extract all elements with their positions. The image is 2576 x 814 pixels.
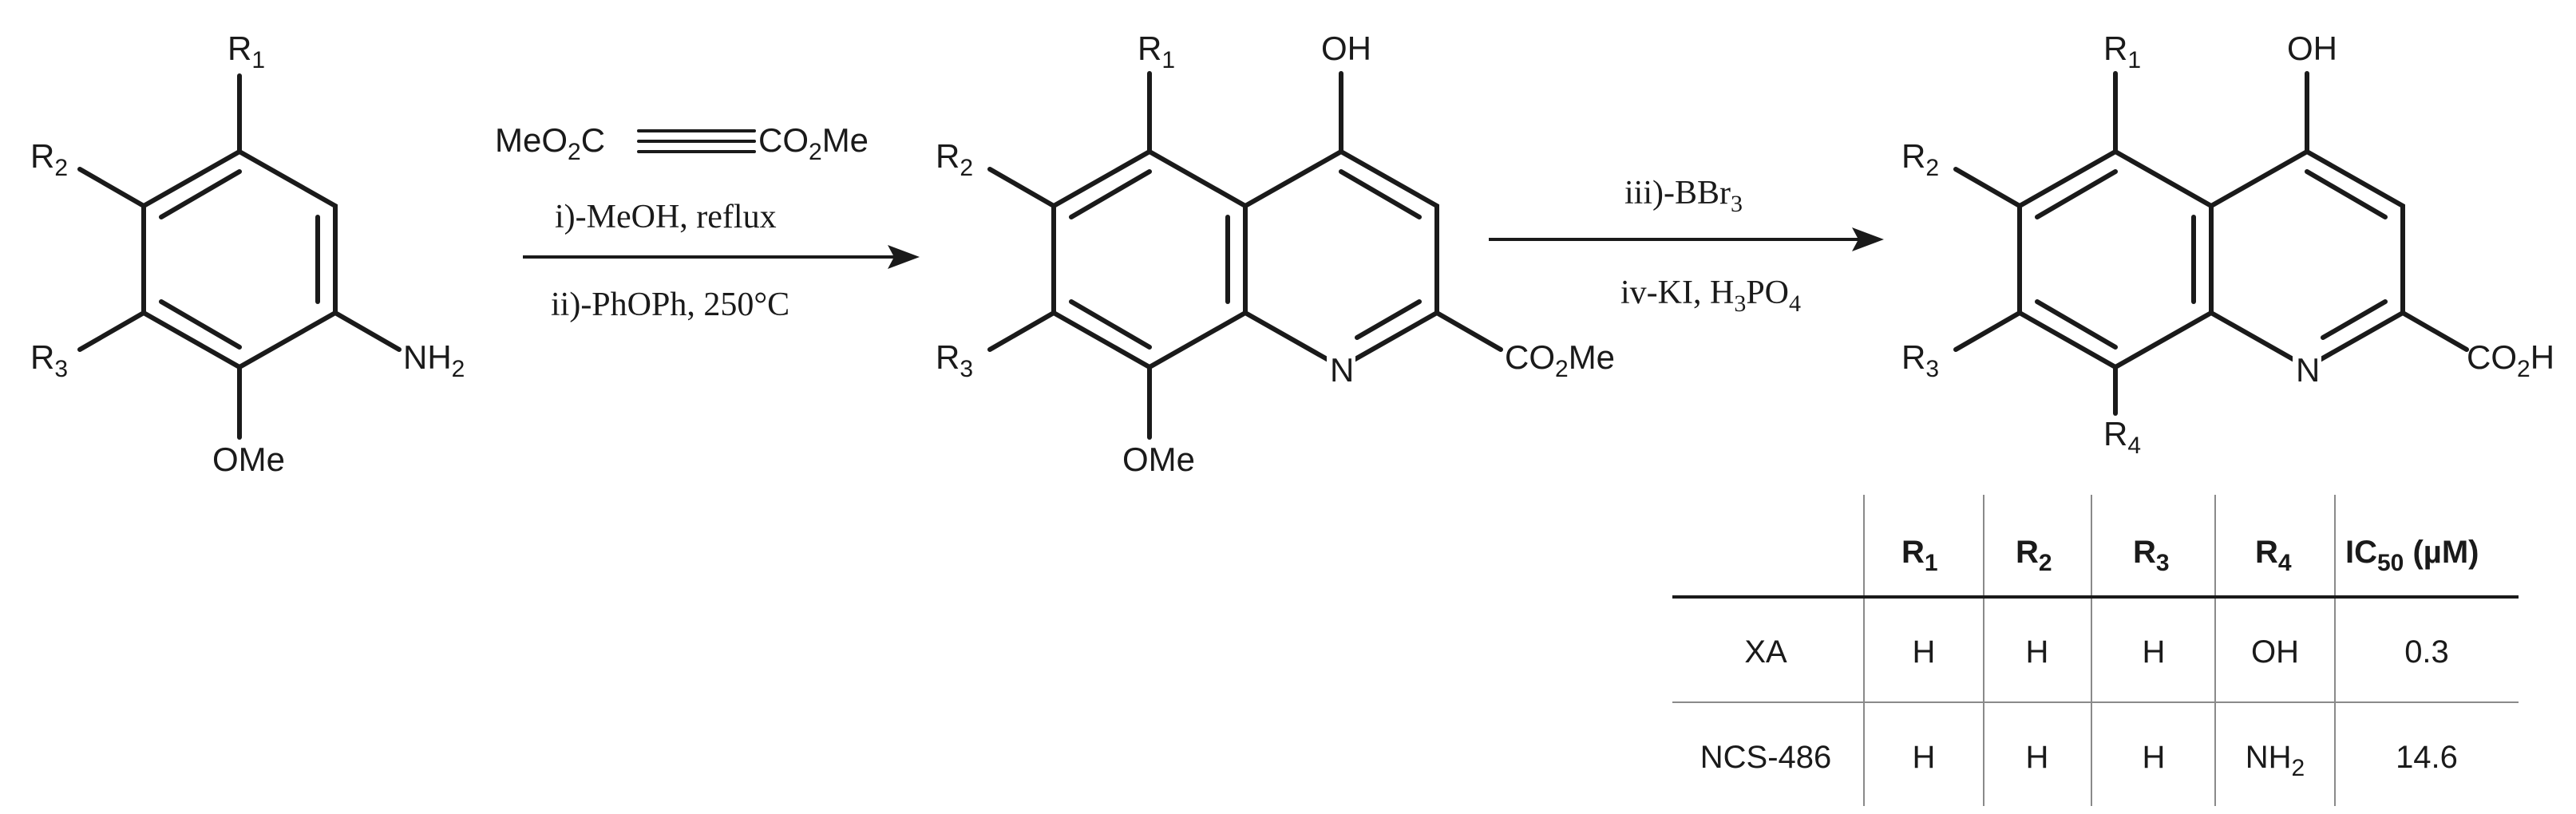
table-cell-r1: H	[1913, 740, 1936, 775]
reactant-ring	[141, 148, 338, 370]
reaction-arrow-1	[523, 245, 920, 269]
intermediate-pyridine-ring	[1243, 148, 1439, 370]
intermediate-r2-bond	[987, 167, 1056, 208]
intermediate-r3-bond	[987, 310, 1056, 352]
alkyne-left-group: MeO2C	[495, 121, 605, 165]
activity-table: R1 R2 R3 R4 IC50 (µM) XA H H H OH 0.3 NC…	[1672, 495, 2519, 806]
table-cell-compound: NCS-486	[1700, 740, 1832, 775]
product-r1-label: R1	[2103, 30, 2141, 73]
table-header-ic50: IC50 (µM)	[2345, 535, 2479, 576]
reactant-double-bond	[159, 299, 242, 350]
intermediate-double-bond	[1355, 299, 1422, 340]
product-double-bond	[2305, 169, 2388, 219]
table-cell-r2: H	[2026, 634, 2049, 670]
product-oh-label: OH	[2287, 30, 2337, 67]
table-cell-r1: H	[1913, 634, 1936, 670]
product-double-bond	[2321, 299, 2388, 340]
step2-reagents: iii)-BBr3 iv-KI, H3PO4	[1620, 175, 1801, 317]
intermediate-oh-label: OH	[1321, 30, 1371, 67]
intermediate-ester-bond	[1434, 310, 1503, 352]
reactant-r2-bond	[77, 167, 146, 208]
intermediate-r2-label: R2	[936, 137, 973, 181]
product-r3-bond	[1953, 310, 2022, 352]
intermediate-r3-label: R3	[936, 338, 973, 382]
product-r2-label: R2	[1901, 137, 1939, 181]
product-acid-bond	[2400, 310, 2469, 352]
reactant-r3-bond	[77, 310, 146, 352]
reactant-nh2-bond	[333, 310, 402, 352]
table-cell-r3: H	[2143, 740, 2166, 775]
intermediate-double-bond	[1069, 299, 1152, 350]
intermediate-ester-label: CO2Me	[1505, 338, 1615, 382]
product-pyridine-ring	[2209, 148, 2405, 370]
table-cell-r4: NH2	[2246, 740, 2305, 781]
intermediate-double-bond	[1339, 169, 1422, 219]
table-cell-compound: XA	[1744, 634, 1787, 670]
table-cell-r3: H	[2143, 634, 2166, 670]
product-double-bond	[2035, 299, 2118, 350]
reactant-double-bond	[159, 169, 242, 219]
reactant-structure: R1 R2 R3 NH2 OMe	[30, 30, 465, 478]
table-header-r1: R1	[1901, 535, 1938, 576]
step1-reagents: MeO2C CO2Me i)-MeOH, reflux ii)-PhOPh, 2…	[495, 121, 869, 323]
alkyne-right-group: CO2Me	[758, 121, 869, 165]
intermediate-benzo-ring	[1051, 148, 1248, 370]
reactant-r1-label: R1	[228, 30, 265, 73]
product-double-bond	[2035, 169, 2118, 219]
reactant-ome-label: OMe	[212, 441, 285, 478]
table-cell-r2: H	[2026, 740, 2049, 775]
step2-condition-1: iii)-BBr3	[1624, 175, 1743, 217]
step1-condition-1: i)-MeOH, reflux	[555, 199, 777, 235]
intermediate-structure: R1 OH R2 R3 N CO2Me OMe	[936, 30, 1615, 478]
table-header-r3: R3	[2133, 535, 2170, 576]
product-r3-label: R3	[1901, 338, 1939, 382]
reactant-nh2-label: NH2	[403, 338, 465, 382]
intermediate-ome-label: OMe	[1122, 441, 1195, 478]
reaction-arrow-2	[1489, 227, 1884, 251]
product-r4-label: R4	[2103, 415, 2141, 459]
table-cell-r4: OH	[2251, 634, 2299, 670]
step2-condition-2: iv-KI, H3PO4	[1620, 275, 1801, 317]
table-cell-ic50: 14.6	[2396, 740, 2458, 775]
product-structure: R1 OH R2 R3 N CO2H R4	[1901, 30, 2554, 459]
reactant-r2-label: R2	[30, 137, 68, 181]
intermediate-n-label: N	[1330, 351, 1354, 389]
table-cell-ic50: 0.3	[2404, 634, 2449, 670]
intermediate-r1-label: R1	[1138, 30, 1175, 73]
reactant-r3-label: R3	[30, 338, 68, 382]
product-acid-label: CO2H	[2467, 338, 2554, 382]
table-header-r2: R2	[2016, 535, 2052, 576]
intermediate-double-bond	[1069, 169, 1152, 219]
product-benzo-ring	[2017, 148, 2214, 370]
table-header-r4: R4	[2255, 535, 2292, 576]
step1-condition-2: ii)-PhOPh, 250°C	[551, 286, 789, 323]
product-r2-bond	[1953, 167, 2022, 208]
product-n-label: N	[2296, 351, 2320, 389]
